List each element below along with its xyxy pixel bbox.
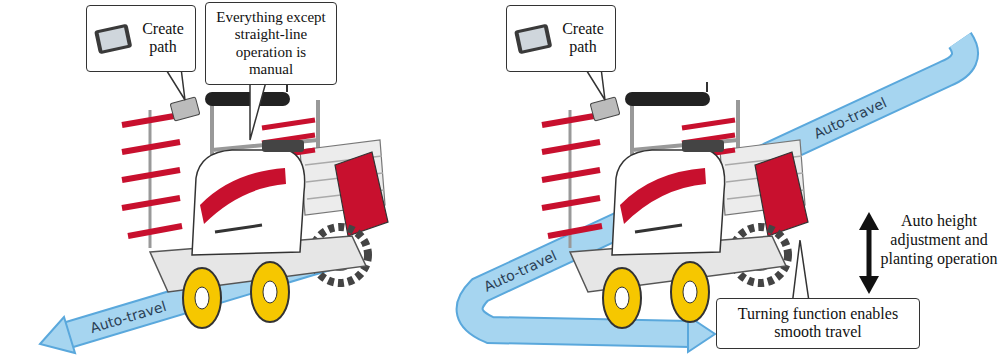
tablet-icon — [513, 21, 553, 55]
callout-box: Everything except straight-line operatio… — [205, 2, 337, 85]
callout-text: Create path — [557, 20, 609, 57]
note-label: Auto height adjustment and planting oper… — [880, 212, 998, 269]
callout-text: Everything except straight-line operatio… — [212, 9, 330, 78]
callout-text: Turning function enables smooth travel — [723, 305, 913, 342]
height-arrow — [859, 212, 879, 294]
callout-box: Turning function enables smooth travel — [716, 298, 920, 349]
callout-box: Create path — [506, 5, 616, 72]
rice-transplanter — [542, 82, 808, 328]
callout-box: Create path — [86, 5, 196, 72]
travel-band — [470, 40, 965, 352]
tablet-icon — [93, 21, 133, 55]
callout-text: Create path — [137, 20, 189, 57]
